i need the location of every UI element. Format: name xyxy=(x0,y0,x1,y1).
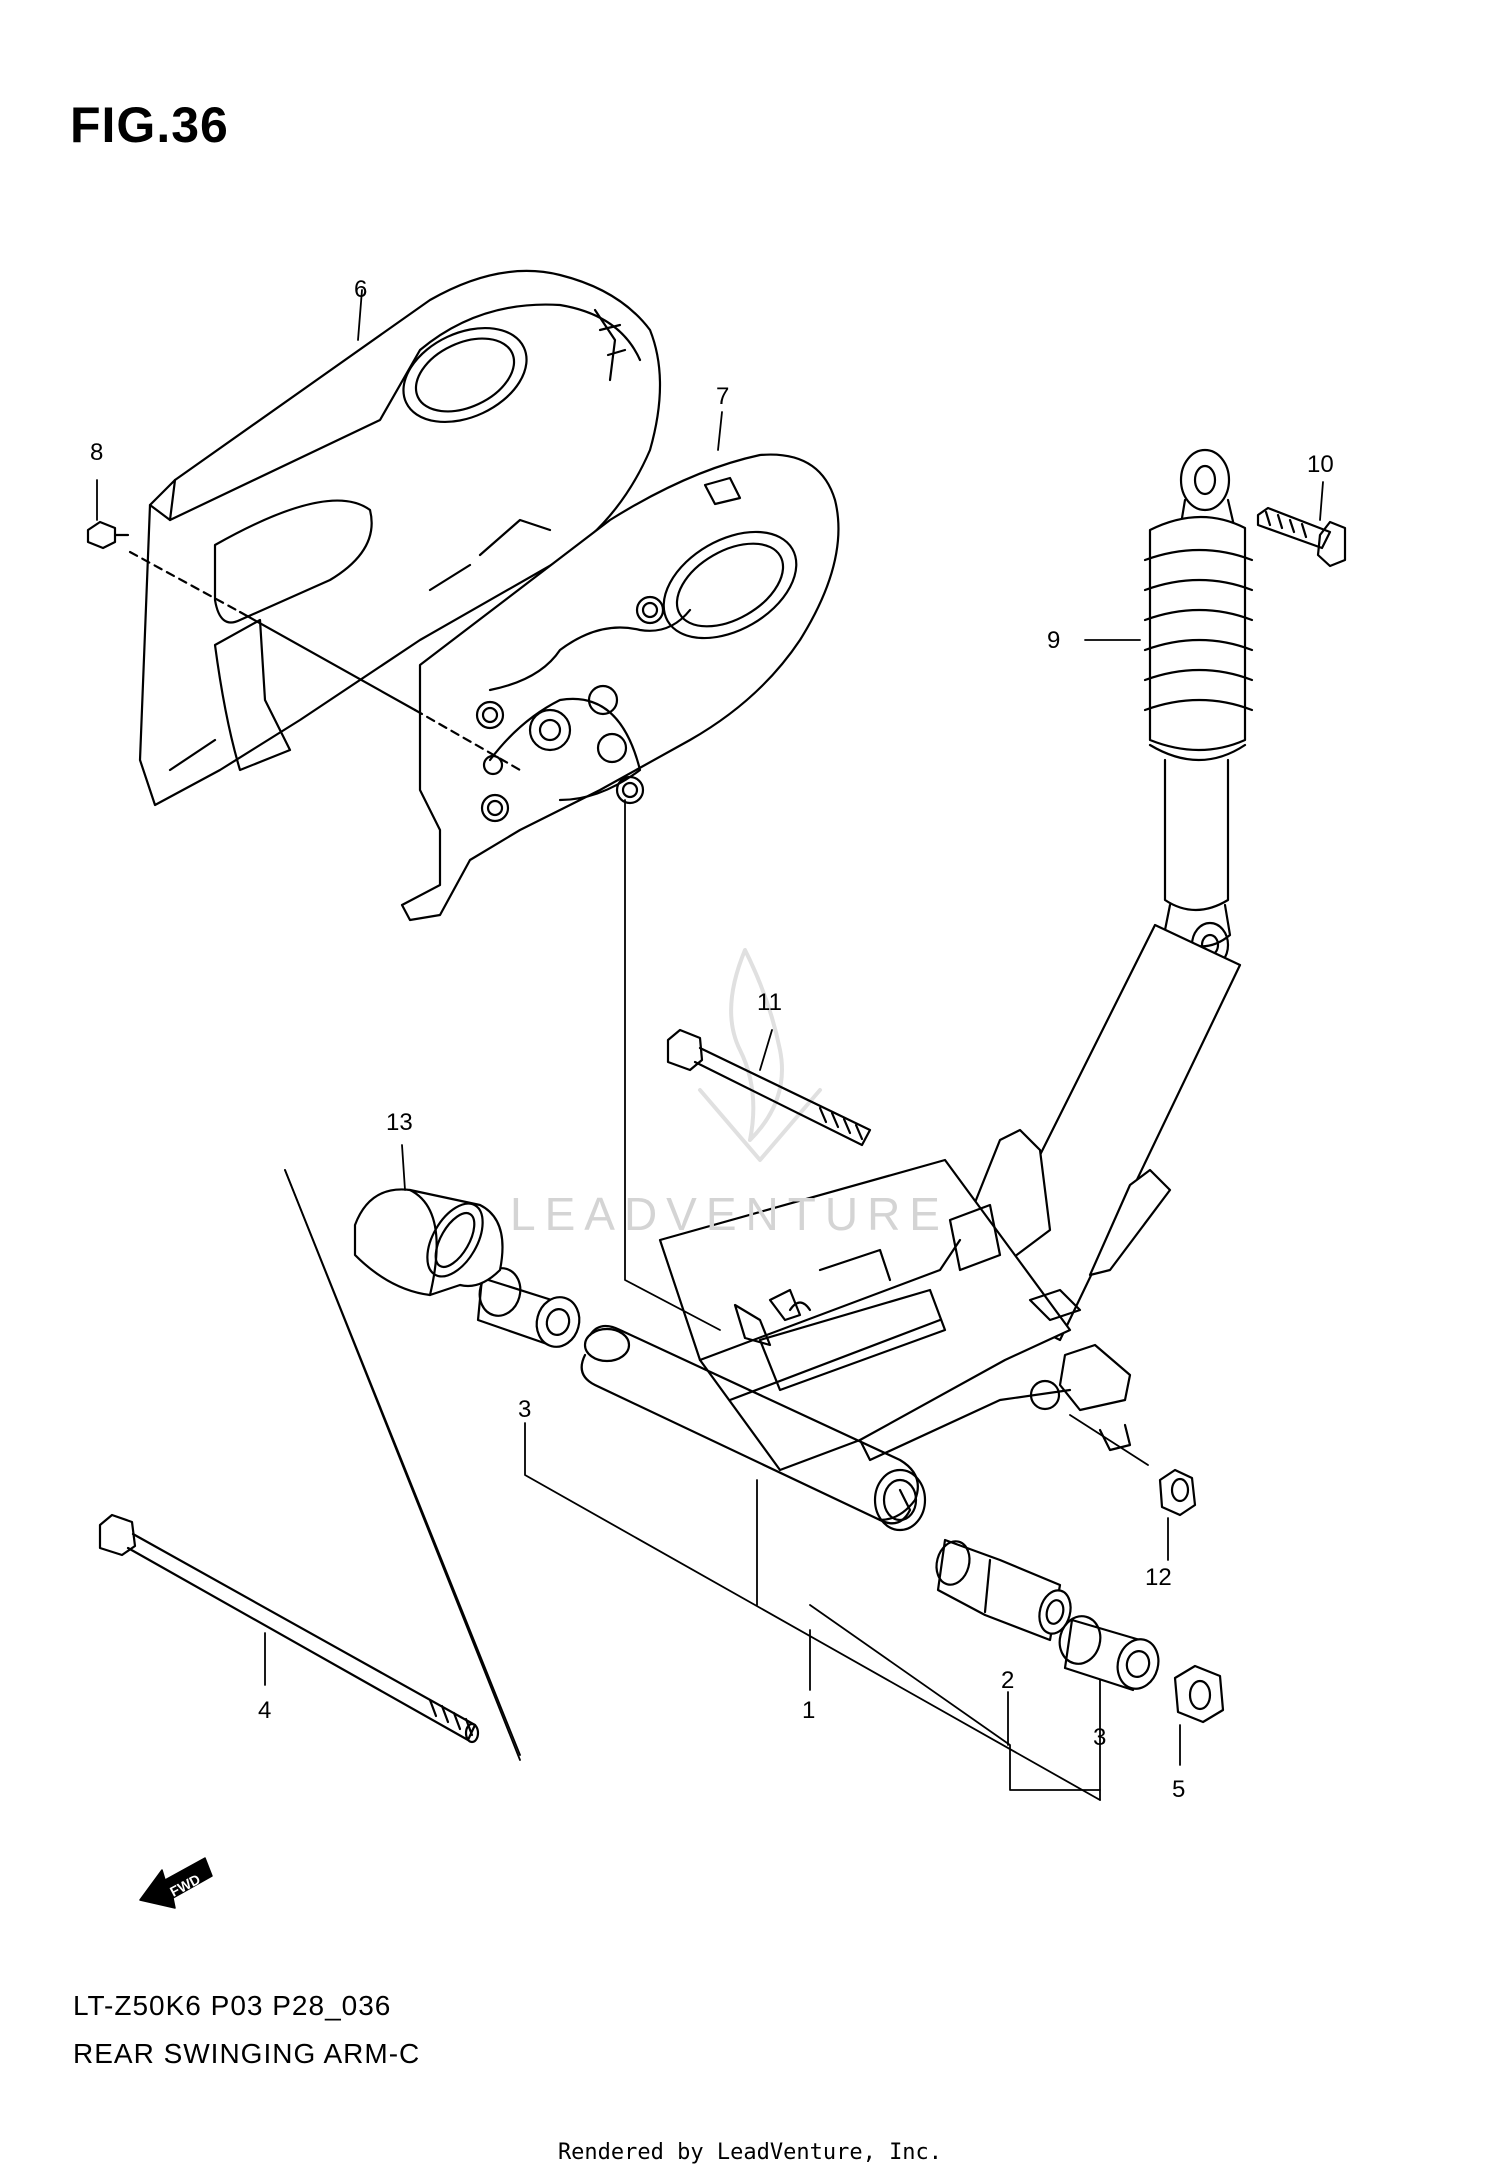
part-number-6: 6 xyxy=(354,276,367,303)
part-6-outer-cover xyxy=(138,269,662,807)
part-11-bolt xyxy=(666,1028,872,1147)
part-8-screw xyxy=(86,520,522,772)
figure-name: REAR SWINGING ARM-C xyxy=(73,2038,421,2069)
part-7-inner-cover xyxy=(400,453,840,922)
part-13-spacer xyxy=(353,1188,504,1297)
part-number-7: 7 xyxy=(716,383,729,410)
model-code: LT-Z50K6 P03 P28_036 xyxy=(73,1990,392,2021)
part-2-collar xyxy=(935,1538,1072,1642)
part-3-bushing-lower xyxy=(1058,1615,1160,1692)
part-number-10: 10 xyxy=(1307,451,1334,478)
part-number-4: 4 xyxy=(258,1697,271,1724)
leader-lines xyxy=(96,289,1324,1801)
part-9-shock-absorber xyxy=(1143,448,1254,969)
part-number-8: 8 xyxy=(90,439,103,466)
part-3-bushing-upper xyxy=(476,1267,581,1348)
figure-title: FIG.36 xyxy=(70,97,229,153)
fwd-badge xyxy=(139,1857,213,1909)
part-number-5: 5 xyxy=(1172,1776,1185,1803)
part-number-3-lower: 3 xyxy=(1093,1724,1106,1751)
part-number-12: 12 xyxy=(1145,1564,1172,1591)
part-number-1: 1 xyxy=(802,1697,815,1724)
part-10-bolt xyxy=(1256,506,1347,568)
part-5-nut xyxy=(1173,1664,1225,1724)
part-12-nut xyxy=(1158,1468,1197,1517)
part-number-9: 9 xyxy=(1047,627,1060,654)
part-number-2: 2 xyxy=(1001,1667,1014,1694)
watermark-text: LEADVENTURE xyxy=(510,1188,949,1240)
part-1-swing-arm xyxy=(580,923,1242,1532)
part-number-3-upper: 3 xyxy=(518,1396,531,1423)
part-4-pivot-bolt xyxy=(98,1513,480,1744)
part-number-11: 11 xyxy=(757,989,782,1016)
part-number-13: 13 xyxy=(386,1109,413,1136)
watermark-flame-icon xyxy=(698,948,822,1162)
rendered-by-credit: Rendered by LeadVenture, Inc. xyxy=(557,2140,943,2165)
